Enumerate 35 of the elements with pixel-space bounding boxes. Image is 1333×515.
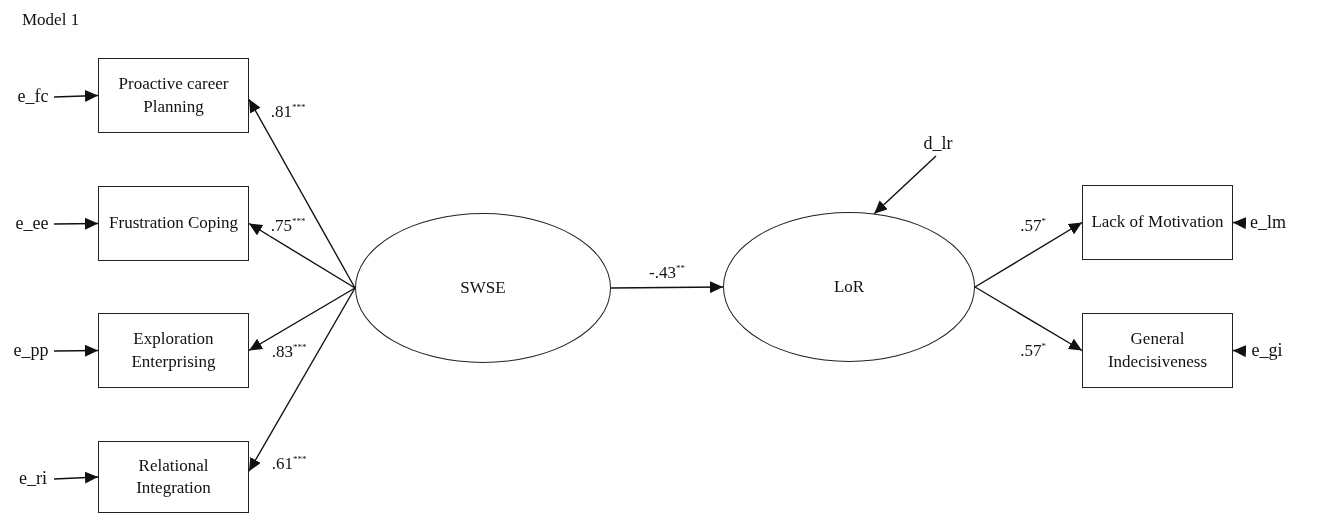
arrow	[248, 98, 356, 289]
node-label: Exploration Enterprising	[130, 328, 217, 373]
arrow	[1232, 217, 1247, 230]
arrow	[53, 89, 99, 102]
node-label: SWSE	[459, 276, 507, 299]
variable-box	[1082, 313, 1233, 388]
variable-box	[98, 441, 249, 513]
node-label: Proactive career Planning	[117, 73, 230, 118]
error-term-label: e_pp	[12, 339, 50, 363]
error-term-label: e_lm	[1249, 211, 1287, 235]
node-label: Relational Integration	[135, 454, 212, 499]
variable-box	[98, 186, 249, 261]
arrow	[974, 221, 1083, 288]
error-term-label: e_fc	[16, 85, 50, 109]
arrow	[53, 344, 99, 357]
error-term-label: d_lr	[922, 132, 954, 156]
arrow	[610, 281, 724, 294]
arrow	[53, 217, 99, 230]
arrow	[1232, 345, 1247, 358]
arrow	[248, 287, 356, 472]
node-label: Frustration Coping	[108, 212, 239, 235]
arrow	[974, 286, 1083, 352]
variable-box	[98, 313, 249, 388]
diagram-title: Model 1	[22, 10, 80, 30]
error-term-label: e_gi	[1250, 339, 1284, 363]
node-label: General Indecisiveness	[1106, 328, 1209, 373]
variable-box	[98, 58, 249, 133]
arrow	[53, 471, 99, 484]
node-label: Lack of Motivation	[1090, 211, 1225, 234]
variable-box	[1082, 185, 1233, 260]
error-term-label: e_ri	[18, 467, 48, 491]
node-label: LoR	[832, 275, 866, 298]
arrow	[248, 287, 356, 352]
arrow	[248, 222, 356, 289]
error-term-label: e_ee	[14, 212, 50, 236]
